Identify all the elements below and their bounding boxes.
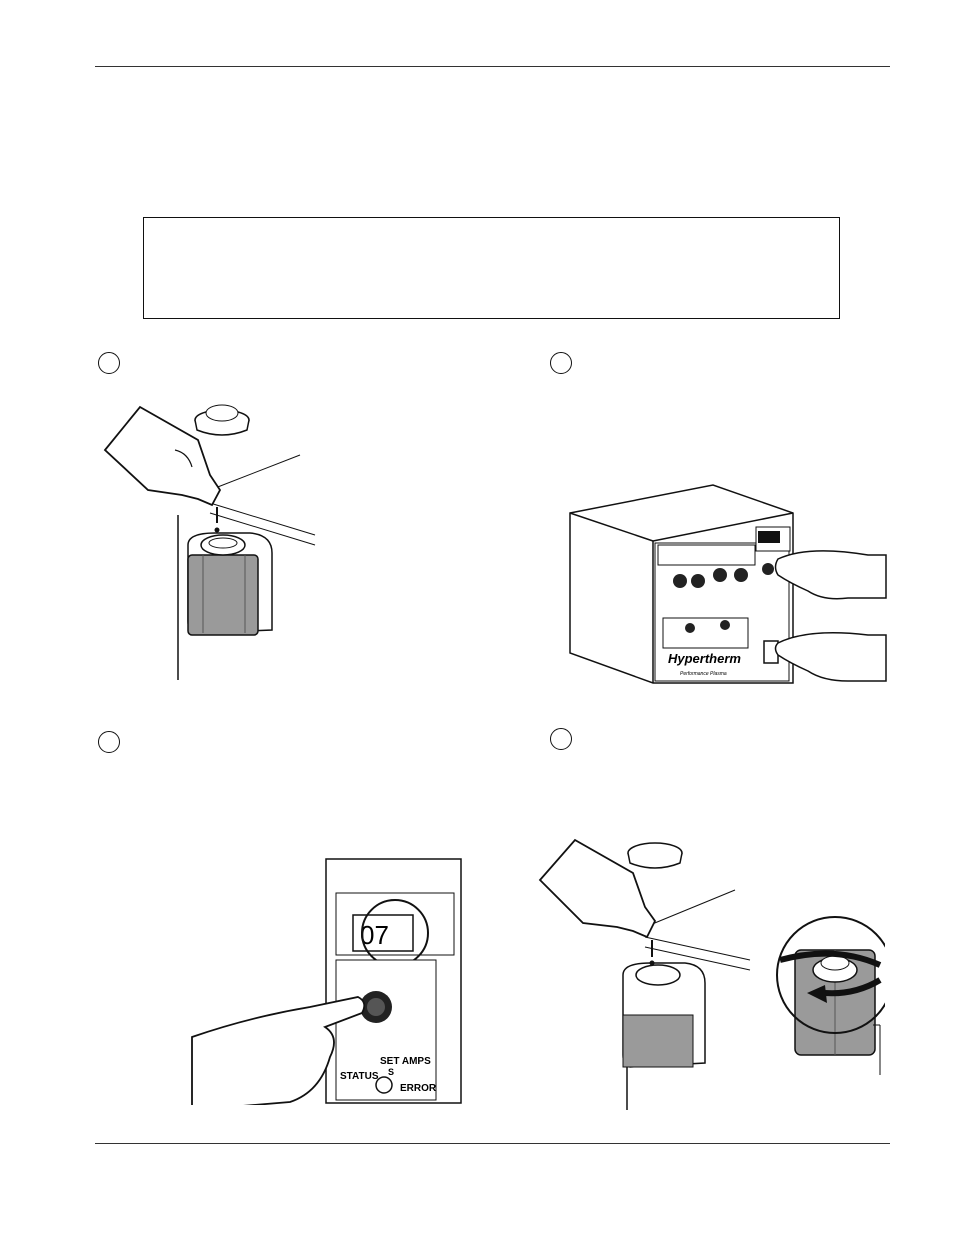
notice-box (143, 217, 840, 319)
figure-power-supply: Hypertherm Performance Plasma (569, 484, 887, 684)
brand-label: Hypertherm (668, 651, 741, 666)
s-label: S (388, 1067, 394, 1077)
brand-subtitle: Performance Plasma (680, 671, 727, 677)
step-marker-3 (98, 731, 120, 753)
footer-rule (95, 1143, 890, 1144)
set-amps-label: SET AMPS (380, 1056, 431, 1067)
figure-refill-tighten (538, 838, 885, 1110)
figure-pour-coolant (103, 404, 316, 680)
step-marker-4 (550, 728, 572, 750)
step-marker-2 (550, 352, 572, 374)
error-label: ERROR (400, 1083, 437, 1094)
status-label: STATUS (340, 1071, 379, 1082)
figure-control-panel: 07 SET AMPS S STATUS ERROR (191, 858, 462, 1105)
step-marker-1 (98, 352, 120, 374)
header-rule (95, 66, 890, 67)
